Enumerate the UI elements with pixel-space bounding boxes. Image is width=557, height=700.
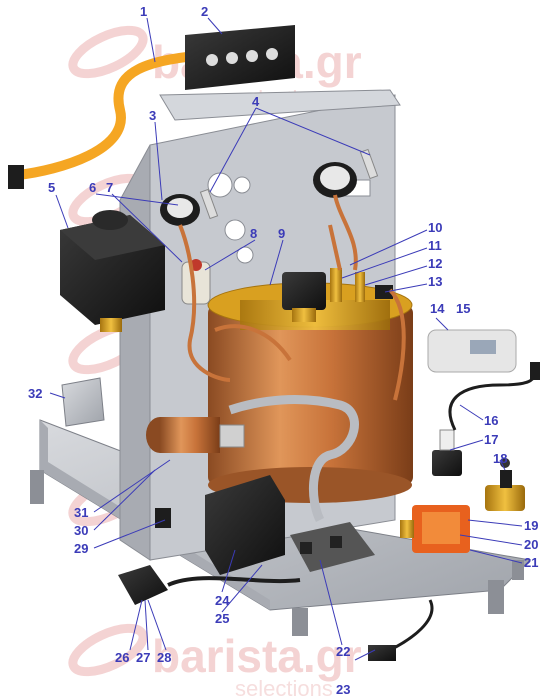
callout-17: 17 xyxy=(484,432,498,447)
callout-20: 20 xyxy=(524,537,538,552)
heating-contactor xyxy=(400,505,470,553)
cord-switch xyxy=(368,645,396,661)
callout-29: 29 xyxy=(74,541,88,556)
callout-14: 14 xyxy=(430,301,445,316)
callout-31: 31 xyxy=(74,505,88,520)
power-plug xyxy=(118,565,301,605)
callout-22: 22 xyxy=(336,644,350,659)
pressure-gauge-right xyxy=(313,162,357,198)
grommet xyxy=(155,508,171,528)
display-panel xyxy=(427,329,517,373)
watermark-sub: selections xyxy=(235,676,333,700)
leader-lines xyxy=(49,17,523,661)
lamp-right xyxy=(359,148,379,180)
callout-30: 30 xyxy=(74,523,88,538)
pressure-switch xyxy=(60,210,165,332)
callout-18: 18 xyxy=(493,451,507,466)
watermark-brand: barista.gr xyxy=(152,630,362,682)
keypad xyxy=(185,25,295,90)
capacitor-box xyxy=(205,475,285,575)
three-way-solenoid xyxy=(432,429,462,476)
callout-11: 11 xyxy=(428,238,442,253)
callout-9: 9 xyxy=(278,226,285,241)
callout-25: 25 xyxy=(215,611,229,626)
callout-16: 16 xyxy=(484,413,498,428)
side-bracket xyxy=(61,377,105,427)
foot-left xyxy=(30,470,44,504)
callout-4: 4 xyxy=(252,94,260,109)
switch-mount xyxy=(290,522,375,572)
callout-28: 28 xyxy=(157,650,171,665)
callout-24: 24 xyxy=(215,593,230,608)
callout-13: 13 xyxy=(428,274,442,289)
callout-21: 21 xyxy=(524,555,538,570)
callout-3: 3 xyxy=(149,108,156,123)
pump xyxy=(146,417,245,453)
callout-1: 1 xyxy=(140,4,147,19)
callout-5: 5 xyxy=(48,180,55,195)
pressure-gauge-left xyxy=(160,194,200,226)
callout-19: 19 xyxy=(524,518,538,533)
flow-meter xyxy=(485,458,525,511)
callout-8: 8 xyxy=(250,226,257,241)
callout-2: 2 xyxy=(201,4,208,19)
switch-cord xyxy=(389,599,434,652)
callout-labels: 1 2 3 4 5 6 7 8 9 10 11 12 13 14 15 16 1… xyxy=(28,4,538,697)
callout-10: 10 xyxy=(428,220,442,235)
callout-23: 23 xyxy=(336,682,350,697)
solenoid-valve xyxy=(282,272,326,322)
ribbon-cable xyxy=(17,50,206,180)
lamp-left xyxy=(199,188,219,220)
copper-pipes xyxy=(178,194,406,401)
callout-26: 26 xyxy=(115,650,129,665)
callout-27: 27 xyxy=(136,650,150,665)
foot-front xyxy=(292,608,308,636)
foot-right xyxy=(488,580,504,614)
callout-15: 15 xyxy=(456,301,470,316)
steel-hose xyxy=(228,395,359,523)
callout-7: 7 xyxy=(106,180,113,195)
ribbon-connector xyxy=(8,165,24,189)
watermark-bottom: barista.gr selections xyxy=(68,623,362,700)
callout-6: 6 xyxy=(89,180,96,195)
callout-12: 12 xyxy=(428,256,442,271)
callout-32: 32 xyxy=(28,386,42,401)
